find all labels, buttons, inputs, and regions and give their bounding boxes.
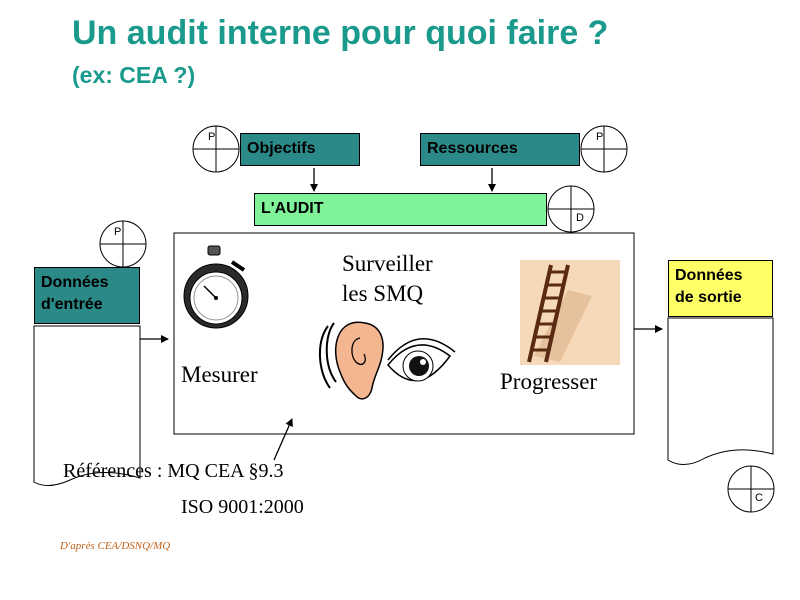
pdca-letter-ressources: P (596, 131, 604, 143)
ladder-icon (520, 260, 620, 365)
pdca-letter-objectifs: P (208, 131, 216, 143)
surveiller-line2: les SMQ (342, 281, 424, 306)
surveiller-line1: Surveiller (342, 251, 433, 276)
audit-box: L'AUDIT (254, 193, 547, 226)
pdca-circle-audit (547, 185, 595, 233)
objectifs-box: Objectifs (240, 133, 360, 166)
references-line2: ISO 9001:2000 (181, 496, 304, 518)
pdca-letter-audit: D (576, 212, 584, 224)
eye-icon (387, 338, 456, 382)
stopwatch-icon (183, 245, 249, 329)
output-data-line2: de sortie (675, 289, 742, 306)
pdca-circle-sortie (727, 465, 775, 513)
pdca-circle-objectifs (192, 125, 240, 173)
mesurer-label: Mesurer (181, 362, 258, 387)
page-subtitle: (ex: CEA ?) (72, 62, 196, 88)
pdca-letter-sortie: C (755, 492, 763, 504)
surveiller-label: Surveiller les SMQ (342, 249, 433, 309)
output-data-box: Données de sortie (668, 260, 773, 317)
page-title: Un audit interne pour quoi faire ? (72, 14, 609, 52)
source-footnote: D'après CEA/DSNQ/MQ (60, 540, 171, 552)
input-document-shape (33, 325, 141, 486)
output-document-shape (667, 317, 774, 465)
input-data-line1: Données (41, 274, 109, 291)
input-data-box: Données d'entrée (34, 267, 140, 324)
arrow-references-to-audit (273, 418, 293, 461)
input-data-line2: d'entrée (41, 296, 103, 313)
progresser-label: Progresser (500, 369, 598, 394)
pdca-circle-entree (99, 220, 147, 268)
output-data-line1: Données (675, 267, 743, 284)
ressources-box: Ressources (420, 133, 580, 166)
pdca-circle-ressources (580, 125, 628, 173)
ear-icon (318, 321, 384, 400)
references-line1: Références : MQ CEA §9.3 (63, 460, 284, 482)
pdca-letter-entree: P (114, 226, 122, 238)
